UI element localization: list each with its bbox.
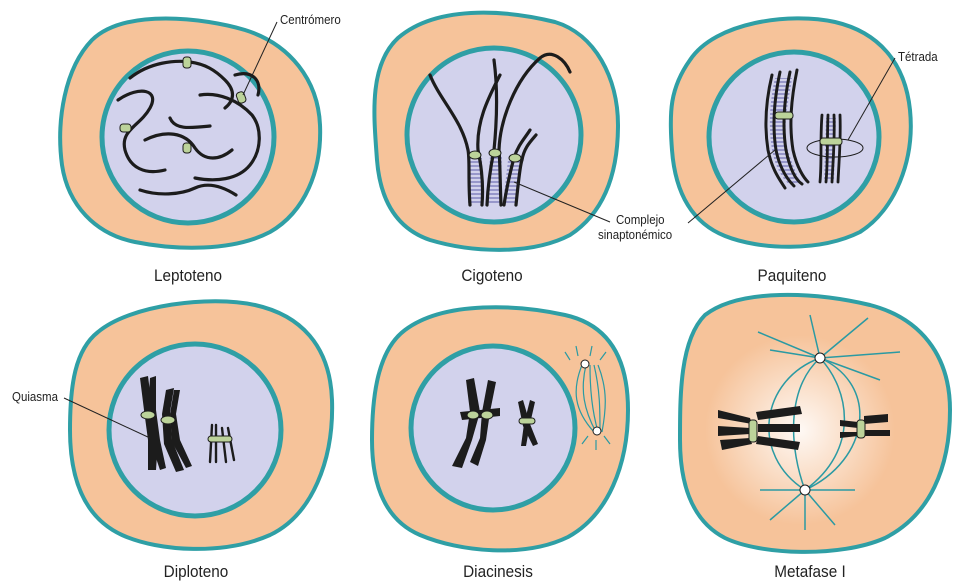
caption-leptoteno: Leptoteno: [80, 266, 296, 286]
centrosome: [593, 427, 601, 435]
centromere: [161, 416, 175, 424]
label-centromero: Centrómero: [280, 13, 341, 27]
stage-diacinesis: [372, 307, 628, 550]
nucleus-paquiteno: [709, 52, 879, 222]
centromere: [141, 411, 155, 419]
caption-metafase: Metafase I: [702, 562, 918, 582]
centromere: [481, 411, 493, 419]
centromere: [208, 436, 232, 442]
centromere: [469, 151, 481, 159]
caption-diploteno: Diploteno: [88, 562, 304, 582]
caption-diacinesis: Diacinesis: [390, 562, 606, 582]
centrosome: [815, 353, 825, 363]
centromere: [820, 138, 842, 145]
label-quiasma: Quiasma: [12, 390, 58, 404]
caption-cigoteno: Cigoteno: [384, 266, 600, 286]
centromere: [775, 112, 793, 119]
nucleus-diploteno: [109, 344, 281, 516]
label-complejo-line2: sinaptonémico: [598, 228, 672, 242]
stage-diploteno: [64, 301, 332, 549]
caption-paquiteno: Paquiteno: [684, 266, 900, 286]
stage-metafase: [680, 295, 950, 552]
centromere: [509, 154, 521, 162]
nucleus-diacinesis: [411, 346, 575, 510]
stage-leptoteno: [60, 19, 320, 248]
label-complejo-line1: Complejo: [616, 213, 665, 227]
centrosome: [800, 485, 810, 495]
label-tetrada: Tétrada: [898, 50, 938, 64]
centromere: [120, 124, 131, 132]
centromere: [489, 149, 501, 157]
centromere: [183, 57, 191, 68]
centromere: [857, 420, 865, 438]
centromere: [467, 411, 479, 419]
centromere: [183, 143, 191, 153]
centromere: [519, 418, 535, 424]
centromere: [749, 420, 757, 442]
nucleus-leptoteno: [102, 51, 274, 223]
stage-paquiteno: [671, 18, 911, 246]
stage-cigoteno: [374, 13, 618, 250]
centrosome: [581, 360, 589, 368]
